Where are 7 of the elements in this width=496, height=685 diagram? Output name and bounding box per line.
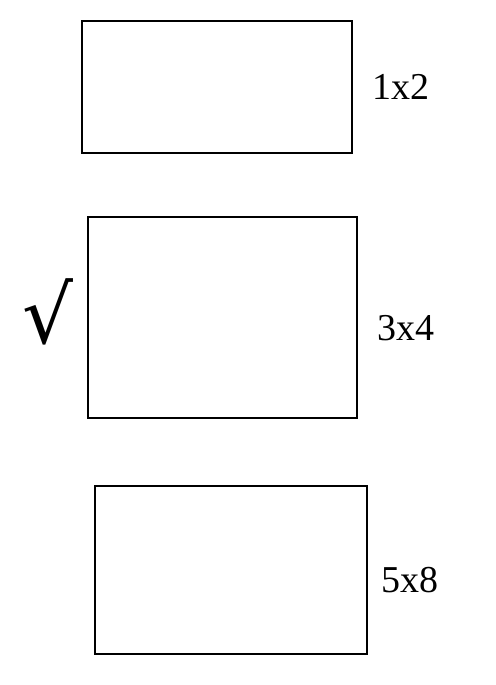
dimension-text: 5x8 xyxy=(381,561,438,599)
empty-rectangle xyxy=(94,485,368,655)
dimension-text: 1x2 xyxy=(372,68,429,106)
empty-rectangle xyxy=(87,216,358,419)
empty-rectangle xyxy=(81,20,353,154)
check-mark: √ xyxy=(22,276,73,356)
dimension-text: 3x4 xyxy=(377,309,434,347)
